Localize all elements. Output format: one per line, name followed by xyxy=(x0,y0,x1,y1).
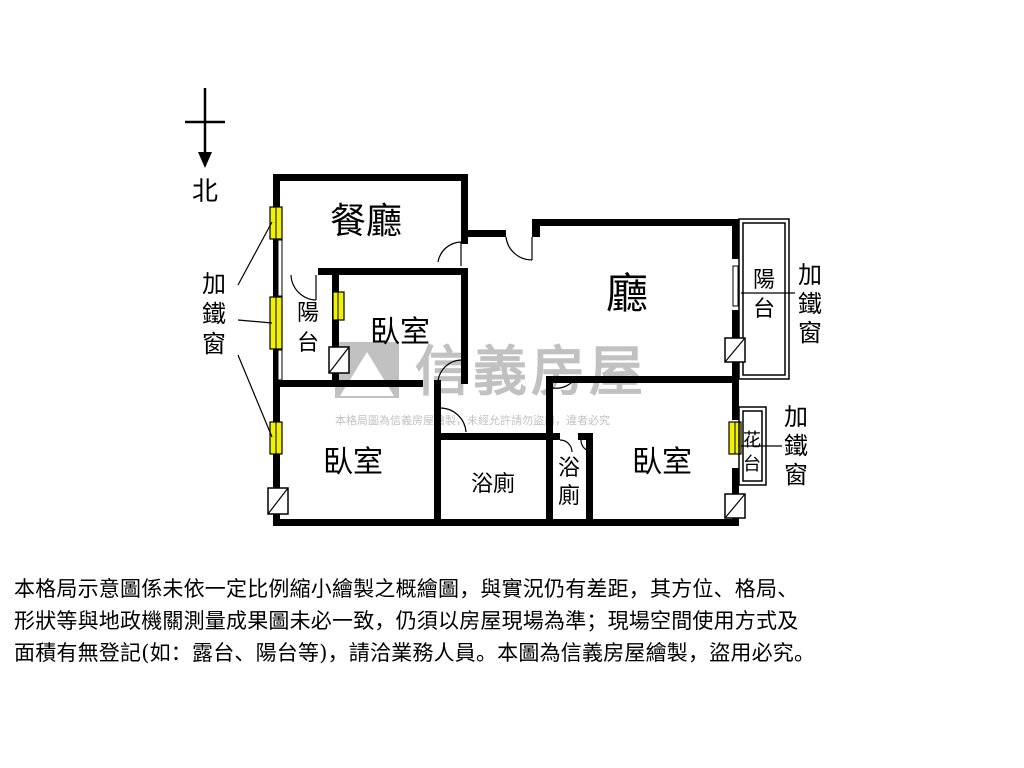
wall-living-right-upper xyxy=(732,219,739,259)
leader-lines xyxy=(237,221,795,447)
iron-window-left-2: 鐵 xyxy=(202,300,226,328)
iron-window-right-bottom-2: 鐵 xyxy=(784,432,808,460)
wall-bottom xyxy=(273,519,739,526)
label-bath-left: 浴廁 xyxy=(471,472,515,497)
door-center-bedroom xyxy=(437,359,462,382)
doors xyxy=(290,236,594,453)
iron-window-left-3: 窗 xyxy=(202,330,226,358)
watermark-notice: 本格局圖為信義房屋繪製，未經允許請勿盜用，違者必究 xyxy=(335,413,610,427)
door-left-bedroom xyxy=(440,407,467,433)
label-bath-right-2: 廁 xyxy=(558,484,580,509)
balcony-right xyxy=(738,218,790,380)
window-left-thin-lower xyxy=(277,349,283,381)
leader-left-top xyxy=(237,221,273,286)
compass-arrow-head xyxy=(198,152,212,168)
window-left-thin-upper xyxy=(277,239,283,297)
label-bedroom-center: 臥室 xyxy=(370,315,430,350)
wall-right-bath-top-left xyxy=(546,433,560,440)
label-balcony-right-1: 陽 xyxy=(753,268,775,293)
door-dining xyxy=(437,241,462,263)
balcony-right-frame xyxy=(738,218,790,380)
wall-dining-top xyxy=(273,174,468,181)
door-right-bath-2 xyxy=(580,439,594,453)
label-bath-right-1: 浴 xyxy=(558,456,580,481)
label-living: 廳 xyxy=(606,269,648,318)
wall-left-outer xyxy=(273,174,280,526)
wall-center-bedroom-top xyxy=(318,268,468,275)
wall-center-bedroom-right xyxy=(461,268,468,384)
leader-left-mid xyxy=(237,319,273,324)
wall-bedroom-right-upper xyxy=(732,376,739,420)
north-compass: 北 xyxy=(185,88,225,207)
balcony-right-frame-inner xyxy=(742,222,786,376)
window-living-right xyxy=(732,265,739,307)
label-balcony-left-2: 台 xyxy=(297,331,319,356)
door-right-bath xyxy=(559,439,573,453)
wall-right-bath-top-right xyxy=(578,433,593,440)
compass-label: 北 xyxy=(192,177,218,207)
label-dining: 餐廳 xyxy=(330,201,402,242)
iron-window-right-bottom-1: 加 xyxy=(784,403,808,431)
wall-dining-right xyxy=(461,174,468,244)
iron-window-left-1: 加 xyxy=(202,270,226,298)
iron-window-right-bottom-3: 窗 xyxy=(784,461,808,489)
iron-window-right-top-3: 窗 xyxy=(798,319,822,347)
wall-living-top xyxy=(532,219,739,226)
iron-window-right-top-2: 鐵 xyxy=(798,290,822,318)
wall-bath-top xyxy=(434,433,552,440)
door-balcony-left xyxy=(290,274,317,301)
label-balcony-left-1: 陽 xyxy=(297,301,319,326)
disclaimer-line-3: 面積有無登記(如：露台、陽台等)，請洽業務人員。本圖為信義房屋繪製，盜用必究。 xyxy=(14,641,816,665)
wall-living-step xyxy=(532,219,540,237)
iron-window-right-top-1: 加 xyxy=(798,261,822,289)
wall-right-bath-right xyxy=(586,433,593,526)
floor-plan: 北 信義房屋 本格局圖為信義房屋繪製，未經允許請勿盜用，違者必究 xyxy=(185,88,822,526)
wall-left-bedroom-right xyxy=(434,380,441,526)
label-bedroom-left: 臥室 xyxy=(323,445,383,480)
label-planter-1: 花 xyxy=(743,430,761,451)
door-right-bedroom xyxy=(552,375,578,389)
label-planter-2: 台 xyxy=(743,454,761,475)
watermark-brand: 信義房屋 xyxy=(415,340,647,403)
wall-corridor-top xyxy=(461,230,506,237)
leader-left-bottom xyxy=(237,354,273,438)
door-living xyxy=(505,236,533,261)
wall-right-bedroom-top xyxy=(548,376,739,383)
disclaimer-line-2: 形狀等與地政機關測量成果圖未必一致，仍須以房屋現場為準；現場空間使用方式及 xyxy=(14,609,799,633)
shafts xyxy=(267,337,746,519)
label-bedroom-right: 臥室 xyxy=(632,445,692,480)
iron-window-labels: 加 鐵 窗 加 鐵 窗 加 鐵 窗 xyxy=(202,261,822,489)
label-balcony-right-2: 台 xyxy=(753,297,775,322)
disclaimer: 本格局示意圖係未依一定比例縮小繪製之概繪圖，與實況仍有差距，其方位、格局、 形狀… xyxy=(14,573,1014,669)
wall-left-bedroom-top xyxy=(273,380,423,387)
wall-center-bedroom-left xyxy=(332,268,339,382)
windows xyxy=(269,206,742,455)
disclaimer-line-1: 本格局示意圖係未依一定比例縮小繪製之概繪圖，與實況仍有差距，其方位、格局、 xyxy=(14,577,799,601)
room-labels: 餐廳 廳 臥室 臥室 臥室 浴廁 浴 廁 陽 台 陽 台 花 台 xyxy=(297,201,775,509)
wall-between-baths xyxy=(546,376,553,526)
